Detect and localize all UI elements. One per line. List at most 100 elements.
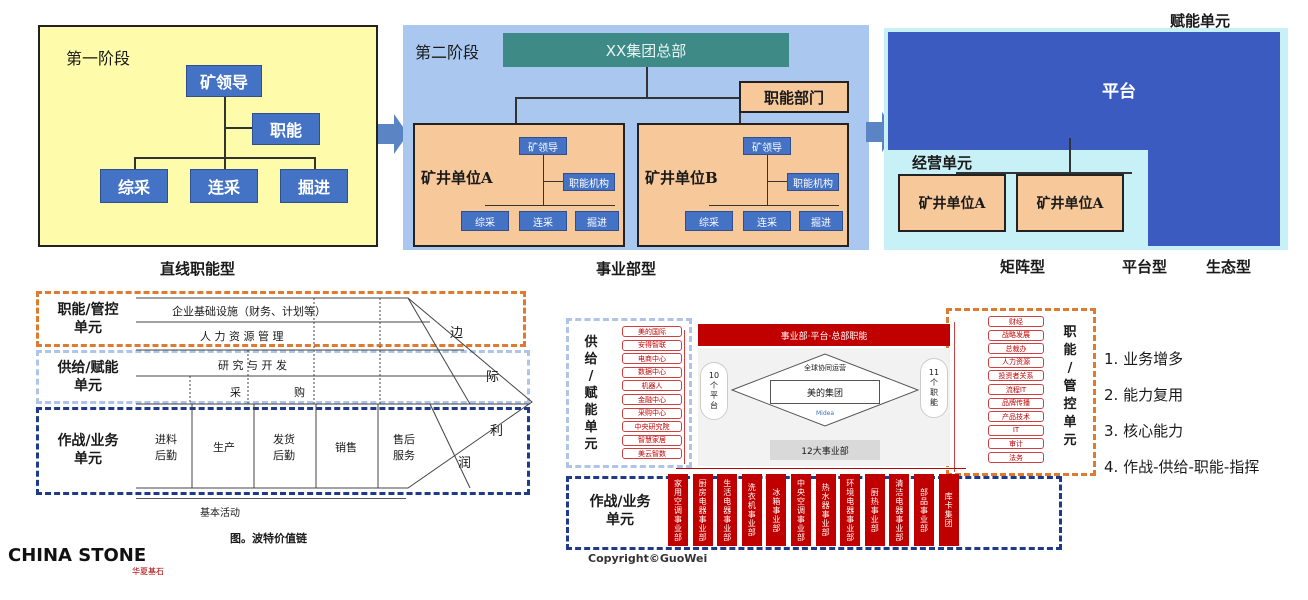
porter-row3-label: 作战/业务 单元 xyxy=(57,433,119,467)
unit-sub: 综采 xyxy=(461,211,509,231)
midea-bu-item: 洗衣机事业部 xyxy=(741,474,762,546)
unit-org: 职能机构 xyxy=(787,173,839,191)
porter-support-hr: 人 力 资 源 管 理 xyxy=(200,330,284,343)
midea-function-item: 战略发展 xyxy=(988,329,1044,341)
porter-support-proc-a: 采 xyxy=(230,386,241,399)
porter-chain-shape xyxy=(136,297,533,489)
porter-support-proc-b: 购 xyxy=(294,386,305,399)
stage3-unit: 矿井单位A xyxy=(898,174,1006,232)
midea-left-label: 供 给 / 赋 能 单 元 xyxy=(584,334,598,452)
midea-platform-item: 采购中心 xyxy=(622,407,682,419)
point-item: 4. 作战-供给-职能-指挥 xyxy=(1104,458,1260,476)
porter-primary: 进料 后勤 xyxy=(155,433,177,462)
midea-function-item: 财经 xyxy=(988,316,1044,327)
china-stone-logo-sub: 华夏基石 xyxy=(132,567,164,576)
porter-row2-label: 供给/赋能 单元 xyxy=(57,360,119,394)
porter-margin-char: 润 xyxy=(458,456,472,471)
porter-primary: 发货 后勤 xyxy=(273,433,295,462)
unit-sub: 综采 xyxy=(685,211,733,231)
midea-center-box: 美的集团 xyxy=(770,380,880,404)
midea-bu-item: 热水器事业部 xyxy=(815,474,836,546)
stage1-function-box: 职能 xyxy=(252,113,320,145)
unit-sub: 掘进 xyxy=(799,211,843,231)
stage3-caption: 生态型 xyxy=(1206,258,1252,276)
unit-lead: 矿领导 xyxy=(519,137,567,155)
stage1-bottom-box: 连采 xyxy=(190,169,258,203)
midea-bu-item: 家用空调事业部 xyxy=(668,474,688,546)
midea-platform-item: 金融中心 xyxy=(622,394,682,405)
midea-header: 事业部·平台·总部职能 xyxy=(698,324,950,346)
midea-bu-count: 12大事业部 xyxy=(770,440,880,460)
operate-label: 经营单元 xyxy=(912,154,973,172)
midea-right-circle: 11 个 职 能 xyxy=(920,358,948,418)
midea-platform-item: 美云智数 xyxy=(622,448,682,460)
stage2-panel: 第二阶段 XX集团总部 职能部门 矿井单位A 矿领导 职能机构 综采 连采 掘进… xyxy=(403,25,869,250)
midea-bottom-label: 作战/业务 单元 xyxy=(589,494,651,528)
midea-bu-item: 生活电器事业部 xyxy=(717,474,738,546)
midea-function-item: 审计 xyxy=(988,438,1044,450)
midea-bu-item: 冰箱事业部 xyxy=(766,474,787,546)
stage2-caption: 事业部型 xyxy=(596,260,657,278)
porter-primary: 生产 xyxy=(213,441,235,454)
stage1-label: 第一阶段 xyxy=(66,49,131,68)
stage1-panel: 第一阶段 矿领导 职能 综采 连采 掘进 xyxy=(38,25,378,247)
midea-bu-item: 厨热事业部 xyxy=(864,474,885,546)
midea-center-top: 全球协同运营 xyxy=(804,364,846,372)
porter-support-rd: 研 究 与 开 发 xyxy=(218,359,287,372)
unit-sub: 连采 xyxy=(743,211,791,231)
stage1-top-box: 矿领导 xyxy=(186,65,262,97)
unit-lead: 矿领导 xyxy=(743,137,791,155)
midea-function-item: 总裁办 xyxy=(988,343,1044,355)
midea-platform-item: 安得智联 xyxy=(622,339,682,351)
midea-function-item: 产品技术 xyxy=(988,411,1044,423)
midea-bu-item: 厨房电器事业部 xyxy=(692,474,713,546)
platform-label: 平台 xyxy=(1102,81,1136,102)
stage1-caption: 直线职能型 xyxy=(160,260,236,278)
porter-row3-frame xyxy=(36,407,530,495)
midea-function-item: 人力资源 xyxy=(988,356,1044,368)
unit-sub: 连采 xyxy=(519,211,567,231)
midea-platform-item: 机器人 xyxy=(622,380,682,392)
point-item: 1. 业务增多 xyxy=(1104,350,1184,368)
stage2-label: 第二阶段 xyxy=(415,43,480,62)
midea-function-item: 流程IT xyxy=(988,384,1044,395)
midea-function-item: 投资者关系 xyxy=(988,370,1044,382)
stage1-bottom-box: 掘进 xyxy=(280,169,348,203)
stage2-func-box: 职能部门 xyxy=(739,81,849,113)
midea-copyright: Copyright©GuoWei xyxy=(588,552,708,565)
arrow-right-icon xyxy=(378,114,408,154)
stage3-empower-label: 赋能单元 xyxy=(1170,12,1231,30)
midea-platform-item: 智慧家居 xyxy=(622,434,682,446)
midea-function-item: 法务 xyxy=(988,452,1044,463)
porter-row1-frame xyxy=(36,291,526,347)
midea-left-circle: 10 个 平 台 xyxy=(700,362,728,420)
porter-primary: 售后 服务 xyxy=(393,433,415,462)
midea-platform-item: 电商中心 xyxy=(622,353,682,365)
midea-bu-item: 库卡集团 xyxy=(938,474,959,546)
unit-sub: 掘进 xyxy=(575,211,619,231)
porter-primary: 销售 xyxy=(335,441,357,454)
stage3-unit: 矿井单位A xyxy=(1016,174,1124,232)
midea-function-item: IT xyxy=(988,424,1044,436)
china-stone-logo: CHINA STONE xyxy=(8,545,147,566)
stage2-unit-a: 矿井单位A 矿领导 职能机构 综采 连采 掘进 xyxy=(413,123,625,247)
midea-bu-item: 环境电器事业部 xyxy=(840,474,861,546)
midea-bu-item: 部品事业部 xyxy=(914,474,934,546)
midea-bu-item: 中央空调事业部 xyxy=(791,474,811,546)
midea-right-label: 职 能 / 管 控 单 元 xyxy=(1063,325,1077,448)
midea-bottom-frame xyxy=(566,476,1062,550)
midea-center-bottom: Midea xyxy=(815,409,835,417)
porter-margin-char: 边 xyxy=(450,326,464,341)
platform-right xyxy=(1148,32,1280,246)
porter-support-infra: 企业基础设施（财务、计划等） xyxy=(172,305,326,318)
stage3-panel: 平台 经营单元 矿井单位A 矿井单位A xyxy=(884,28,1288,250)
midea-function-item: 品牌传播 xyxy=(988,397,1044,409)
porter-margin-char: 际 xyxy=(486,370,500,385)
point-item: 3. 核心能力 xyxy=(1104,422,1184,440)
midea-platform-item: 中央研究院 xyxy=(622,421,682,433)
midea-bu-item: 清洁电器事业部 xyxy=(889,474,910,546)
midea-left-frame xyxy=(566,318,692,468)
point-item: 2. 能力复用 xyxy=(1104,386,1184,404)
midea-platform-item: 美的国际 xyxy=(622,326,682,337)
unit-org: 职能机构 xyxy=(563,173,615,191)
